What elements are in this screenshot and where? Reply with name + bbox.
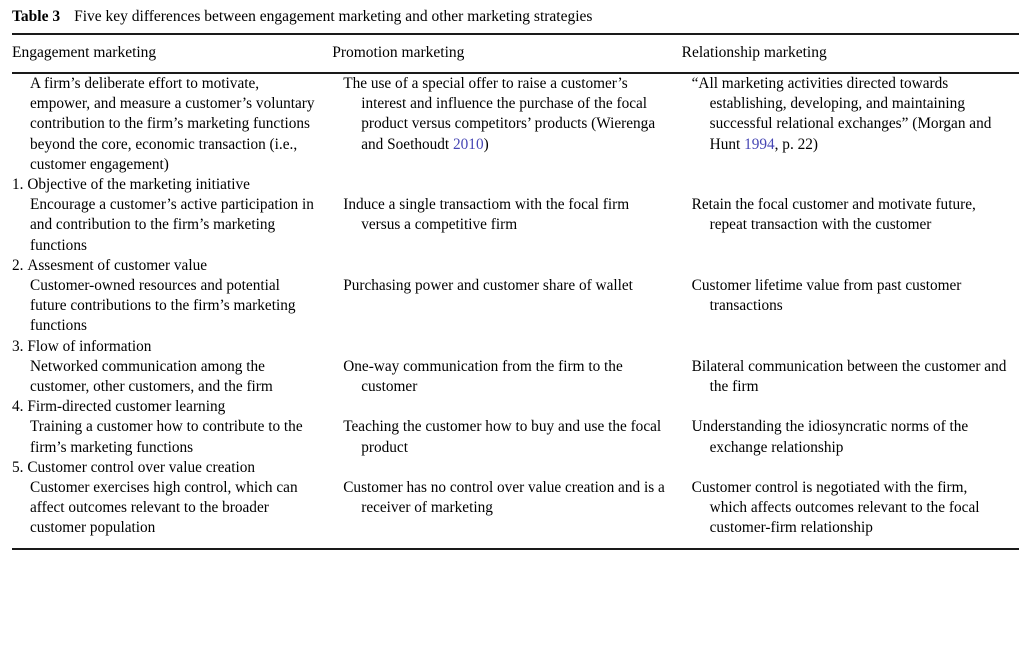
cell-4-promotion-text: Teaching the customer how to buy and use… [343, 418, 662, 456]
cell-4-engagement: Training a customer how to contribute to… [12, 417, 332, 457]
cell-5-relationship: Customer control is negotiated with the … [682, 478, 1019, 539]
column-header-promotion-marketing: Promotion marketing [332, 44, 465, 61]
criterion-heading-1-text: 1. Objective of the marketing initiative [12, 175, 1007, 195]
criterion-heading-row: 2. Assesment of customer value [12, 256, 1019, 276]
cell-5-promotion: Customer has no control over value creat… [332, 478, 681, 539]
cell-4-promotion: Teaching the customer how to buy and use… [332, 417, 681, 457]
cell-3-relationship-text: Bilateral communication between the cust… [691, 357, 1007, 396]
criterion-heading-1: 1. Objective of the marketing initiative [12, 175, 1019, 195]
cell-2-relationship-text: Customer lifetime value from past custom… [691, 277, 962, 315]
table-caption-text: Five key differences between engagement … [74, 8, 593, 25]
cell-1-engagement: Encourage a customer’s active participat… [12, 195, 332, 256]
table-row: Customer-owned resources and potential f… [12, 276, 1019, 337]
cell-1-engagement-text: Encourage a customer’s active participat… [30, 196, 314, 254]
definition-promotion-text-post: ) [483, 135, 489, 153]
cell-1-relationship: Retain the focal customer and motivate f… [682, 195, 1019, 256]
criterion-heading-4: 4. Firm-directed customer learning [12, 397, 1019, 417]
cell-2-promotion: Purchasing power and customer share of w… [332, 276, 681, 337]
table-row: Encourage a customer’s active participat… [12, 195, 1019, 256]
table-top-rule [12, 33, 1019, 35]
definition-promotion-text-pre: The use of a special offer to raise a cu… [343, 75, 656, 153]
criterion-heading-3-text: 3. Flow of information [12, 337, 1007, 357]
criterion-title-4: Firm-directed customer learning [27, 398, 226, 416]
table-bottom-rule [12, 547, 1019, 550]
cell-2-relationship: Customer lifetime value from past custom… [682, 276, 1019, 337]
citation-link-wierenga-soethoudt[interactable]: 2010 [453, 135, 484, 153]
table-bottom-spacer [12, 539, 1019, 548]
cell-2-engagement-text: Customer-owned resources and potential f… [30, 277, 296, 335]
criterion-heading-row: 5. Customer control over value creation [12, 458, 1019, 478]
cell-2-promotion-text: Purchasing power and customer share of w… [343, 277, 633, 295]
cell-3-engagement: Networked communication among the custom… [12, 357, 332, 397]
criterion-title-1: Objective of the marketing initiative [27, 176, 250, 194]
cell-5-engagement-text: Customer exercises high control, which c… [30, 479, 298, 537]
comparison-table-body: A firm’s deliberate effort to motivate, … [12, 74, 1019, 548]
citation-link-morgan-hunt[interactable]: 1994 [744, 135, 775, 153]
criterion-heading-row: 4. Firm-directed customer learning [12, 397, 1019, 417]
cell-3-relationship: Bilateral communication between the cust… [682, 357, 1019, 397]
criterion-number-3: 3. [12, 337, 24, 355]
table-caption: Table 3 Five key differences between enga… [12, 0, 1019, 33]
cell-4-relationship: Understanding the idiosyncratic norms of… [682, 417, 1019, 457]
cell-4-relationship-text: Understanding the idiosyncratic norms of… [691, 418, 969, 456]
cell-definition-relationship: “All marketing activities directed towar… [682, 74, 1019, 175]
column-header-engagement-marketing: Engagement marketing [12, 44, 157, 61]
cell-2-engagement: Customer-owned resources and potential f… [12, 276, 332, 337]
criterion-title-3: Flow of information [27, 337, 152, 355]
definition-engagement-text: A firm’s deliberate effort to motivate, … [30, 75, 315, 173]
cell-1-promotion-text: Induce a single transactiom with the foc… [343, 196, 630, 234]
table-row: A firm’s deliberate effort to motivate, … [12, 74, 1019, 175]
cell-5-engagement: Customer exercises high control, which c… [12, 478, 332, 539]
cell-5-promotion-text: Customer has no control over value creat… [343, 479, 665, 517]
criterion-number-4: 4. [12, 398, 24, 416]
criterion-heading-4-text: 4. Firm-directed customer learning [12, 397, 1007, 417]
cell-definition-promotion: The use of a special offer to raise a cu… [332, 74, 681, 175]
criterion-title-5: Customer control over value creation [27, 458, 255, 476]
table-caption-label: Table 3 [12, 8, 61, 25]
cell-1-promotion: Induce a single transactiom with the foc… [332, 195, 681, 256]
header-row: Engagement marketing Promotion marketing… [12, 35, 1019, 72]
cell-5-relationship-text: Customer control is negotiated with the … [691, 479, 980, 537]
table-row: Training a customer how to contribute to… [12, 417, 1019, 457]
cell-definition-engagement: A firm’s deliberate effort to motivate, … [12, 74, 332, 175]
table-figure: Table 3 Five key differences between enga… [12, 0, 1019, 550]
criterion-heading-row: 3. Flow of information [12, 337, 1019, 357]
cell-3-engagement-text: Networked communication among the custom… [30, 357, 273, 396]
cell-3-promotion: One-way communication from the firm to t… [332, 357, 681, 397]
criterion-heading-5-text: 5. Customer control over value creation [12, 458, 1007, 478]
definition-relationship-text-post: , p. 22) [774, 135, 818, 153]
comparison-table: Engagement marketing Promotion marketing… [12, 35, 1019, 72]
criterion-heading-2: 2. Assesment of customer value [12, 256, 1019, 276]
criterion-number-2: 2. [12, 256, 24, 274]
definition-promotion-text: The use of a special offer to raise a cu… [343, 74, 669, 155]
criterion-heading-5: 5. Customer control over value creation [12, 458, 1019, 478]
cell-1-relationship-text: Retain the focal customer and motivate f… [691, 196, 976, 234]
criterion-heading-row: 1. Objective of the marketing initiative [12, 175, 1019, 195]
criterion-title-2: Assesment of customer value [27, 256, 208, 274]
criterion-number-1: 1. [12, 176, 24, 194]
criterion-heading-3: 3. Flow of information [12, 337, 1019, 357]
table-row: Customer exercises high control, which c… [12, 478, 1019, 539]
cell-3-promotion-text: One-way communication from the firm to t… [343, 357, 623, 396]
table-header: Engagement marketing Promotion marketing… [12, 35, 1019, 72]
cell-4-engagement-text: Training a customer how to contribute to… [30, 418, 303, 456]
column-header-relationship-marketing: Relationship marketing [681, 44, 827, 61]
criterion-number-5: 5. [12, 458, 24, 476]
table-row: Networked communication among the custom… [12, 357, 1019, 397]
table-header-rule [12, 72, 1019, 74]
definition-relationship-text: “All marketing activities directed towar… [692, 74, 1007, 155]
definition-relationship-text-pre: “All marketing activities directed towar… [691, 75, 992, 153]
criterion-heading-2-text: 2. Assesment of customer value [12, 256, 1007, 276]
